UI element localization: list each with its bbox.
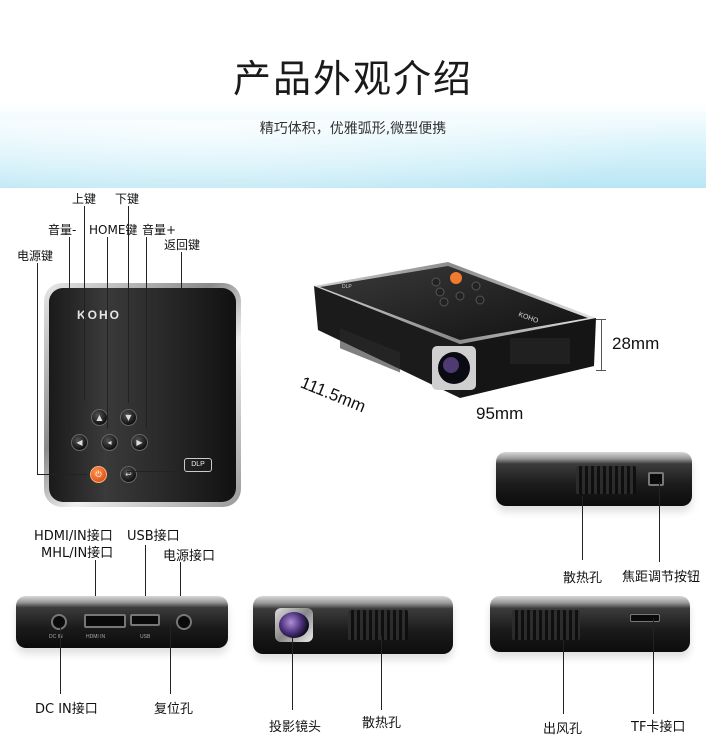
leader-right-vent <box>582 496 583 560</box>
projector-iso-view: KOHO DLP <box>314 262 596 398</box>
leader-power-horizontal <box>37 474 87 475</box>
projector-front-side <box>253 596 453 654</box>
projector-top-view: KOHO ▲ ▼ ◀ ◂ ▶ ⏻ ↩ DLP <box>44 283 241 507</box>
leader-home <box>107 237 108 429</box>
tiny-dcin: DC IN <box>49 634 63 640</box>
leader-back-vertical <box>181 252 182 471</box>
home-button-icon: ◂ <box>101 434 118 451</box>
left-button-icon: ◀ <box>71 434 88 451</box>
leader-hdmi <box>95 560 96 612</box>
dim-line-height <box>601 319 602 371</box>
iso-dlp-badge: DLP <box>342 284 352 290</box>
leader-front-vent <box>381 636 382 710</box>
outlet-vent <box>512 610 580 640</box>
leader-down <box>128 206 129 403</box>
label-right-vent: 散热孔 <box>563 571 603 586</box>
label-down-key: 下键 <box>115 192 140 206</box>
dim-tick-height-bottom <box>596 370 606 371</box>
projector-top-face: KOHO ▲ ▼ ◀ ◂ ▶ ⏻ ↩ DLP <box>49 288 236 502</box>
right-vent <box>576 466 636 494</box>
tiny-usb: USB <box>140 634 151 640</box>
label-volume-minus: 音量- <box>48 223 77 237</box>
usb-port <box>130 614 160 626</box>
projection-lens-icon <box>275 608 313 642</box>
label-front-vent: 散热孔 <box>362 716 402 731</box>
leader-vol-minus <box>69 237 70 427</box>
brand-logo: KOHO <box>77 308 121 322</box>
dlp-badge: DLP <box>184 458 212 472</box>
tf-card-slot <box>630 614 660 622</box>
front-vent <box>348 610 408 640</box>
label-lens: 投影镜头 <box>269 720 322 735</box>
tiny-hdmi: HDMI IN <box>86 634 106 640</box>
projector-right-side <box>496 452 692 506</box>
leader-power-vertical <box>37 263 38 475</box>
header-wave-decoration <box>0 120 706 188</box>
dim-tick-height-top <box>596 319 606 320</box>
projector-back-side <box>490 596 690 652</box>
leader-reset <box>170 620 171 694</box>
page-title: 产品外观介绍 <box>232 57 473 101</box>
hdmi-port <box>84 614 126 628</box>
volume-plus-button-icon: ▶ <box>131 434 148 451</box>
label-focus: 焦距调节按钮 <box>622 570 701 585</box>
power-port <box>176 614 192 630</box>
label-reset: 复位孔 <box>154 702 194 717</box>
leader-tf <box>653 618 654 714</box>
dim-width: 95mm <box>476 404 524 423</box>
label-up-key: 上键 <box>72 192 97 206</box>
label-tf: TF卡接口 <box>631 720 686 735</box>
leader-vol-plus <box>146 237 147 429</box>
down-button-icon: ▼ <box>120 409 137 426</box>
power-button-icon: ⏻ <box>90 466 107 483</box>
leader-power-port <box>180 562 181 614</box>
label-home-key: HOME键 <box>89 223 138 237</box>
leader-outlet <box>563 640 564 714</box>
projector-ports-side: DC IN HDMI IN USB <box>16 596 228 648</box>
up-button-icon: ▲ <box>91 409 108 426</box>
page-subtitle: 精巧体积，优雅弧形,微型便携 <box>259 121 447 137</box>
dc-in-port <box>51 614 67 630</box>
label-hdmi: HDMI/IN接口 <box>34 529 113 544</box>
dim-height: 28mm <box>612 334 660 353</box>
label-usb: USB接口 <box>127 529 180 544</box>
label-volume-plus: 音量+ <box>142 223 177 237</box>
label-power-key: 电源键 <box>17 249 54 263</box>
label-dcin: DC IN接口 <box>35 702 98 717</box>
label-mhl: MHL/IN接口 <box>41 546 114 561</box>
label-power-port: 电源接口 <box>163 549 216 564</box>
leader-up <box>84 206 85 401</box>
label-back-key: 返回键 <box>164 238 201 252</box>
leader-lens <box>292 636 293 710</box>
label-outlet: 出风孔 <box>543 722 583 736</box>
back-button-icon: ↩ <box>120 466 137 483</box>
leader-back-horizontal <box>127 471 182 472</box>
leader-focus <box>659 482 660 562</box>
header-banner: 产品外观介绍 精巧体积，优雅弧形,微型便携 <box>0 0 706 188</box>
leader-usb <box>145 545 146 611</box>
leader-dcin <box>60 628 61 694</box>
focus-knob <box>648 472 664 486</box>
